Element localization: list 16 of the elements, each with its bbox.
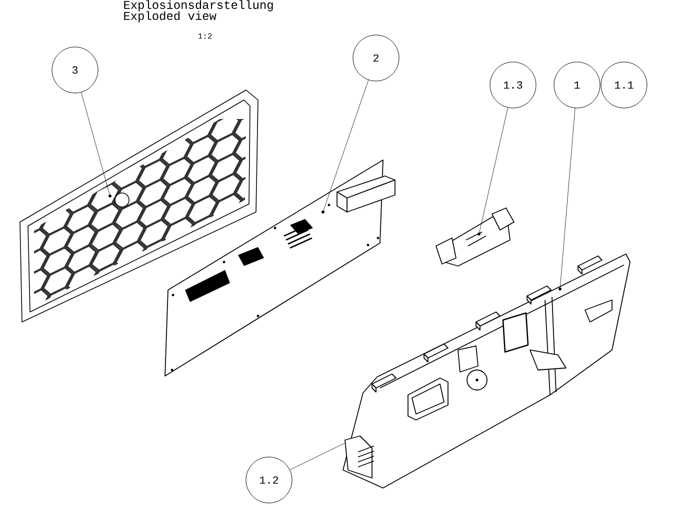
leader-line [290, 442, 346, 470]
callout-number: 1 [554, 62, 600, 108]
leader-line [560, 108, 576, 290]
callout-number: 1.3 [490, 62, 536, 108]
callout-number: 3 [52, 46, 98, 94]
leader-line [478, 107, 508, 234]
clip-drawing [436, 208, 514, 266]
callout-number: 1.2 [246, 456, 292, 504]
leader-line [81, 92, 110, 196]
leader-line [322, 80, 369, 212]
drawing-title: Explosionsdarstellung [124, 0, 273, 12]
callout-number: 2 [352, 34, 400, 82]
callout-number: 1.1 [600, 62, 648, 108]
circuit-board-drawing [164, 160, 396, 376]
view-title: Exploded view [124, 11, 216, 22]
housing-drawing [342, 254, 630, 488]
